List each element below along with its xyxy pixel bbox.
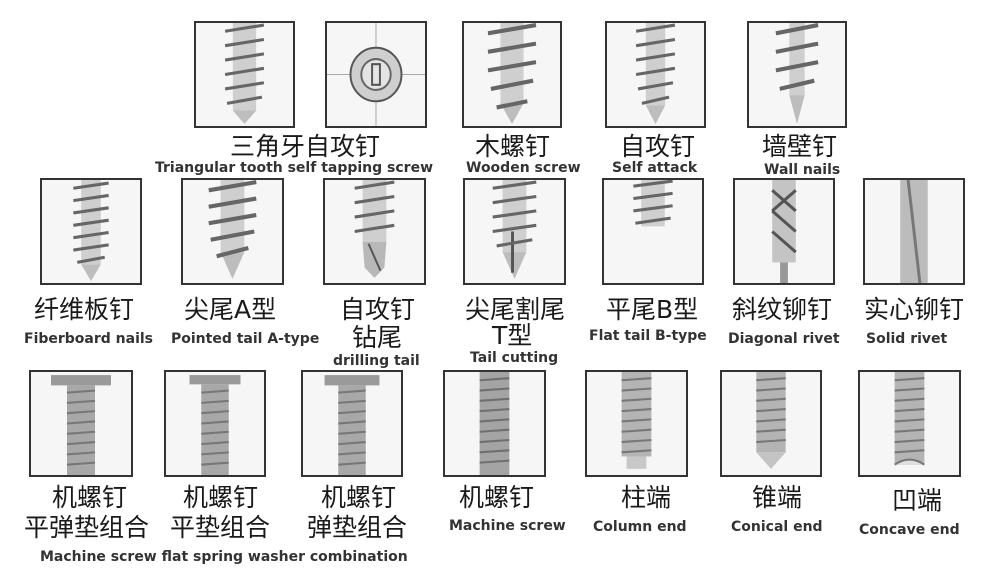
screw-image-wall-nail <box>747 21 847 128</box>
screw-image-flat-tail-b <box>602 178 704 285</box>
label-triangular-tooth-en: Triangular tooth self tapping screw <box>155 160 434 176</box>
label-flat-washer-cn: 机螺钉 <box>183 483 259 512</box>
screw-image-fiberboard <box>40 178 142 285</box>
label-column-end-en: Column end <box>593 519 687 535</box>
label-drilling-cn2: 钻尾 <box>352 323 403 352</box>
label-concave-end-cn: 凹端 <box>892 486 943 515</box>
label-column-end-cn: 柱端 <box>621 483 672 512</box>
screw-image-spring-washer <box>301 370 403 477</box>
label-wooden-cn: 木螺钉 <box>475 132 551 161</box>
label-flat-tail-cn: 平尾B型 <box>606 295 699 324</box>
screw-image-self-attack <box>605 21 706 128</box>
label-diagonal-rivet-en: Diagonal rivet <box>728 331 840 347</box>
label-conical-end-en: Conical end <box>731 519 823 535</box>
screw-image-head-top-view <box>325 21 427 128</box>
label-wall-nail-en: Wall nails <box>764 162 841 178</box>
label-fiberboard-en: Fiberboard nails <box>24 331 154 347</box>
screw-image-flat-washer <box>164 370 266 477</box>
screw-image-drilling-tail <box>323 178 426 285</box>
label-triangular-tooth-cn: 三角牙自攻钉 <box>230 132 381 161</box>
label-tail-cutting-cn2: T型 <box>492 321 533 350</box>
label-flat-tail-en: Flat tail B-type <box>589 328 707 344</box>
label-self-attack-cn: 自攻钉 <box>620 132 696 161</box>
screw-image-concave-end <box>858 370 961 477</box>
label-concave-end-en: Concave end <box>859 522 960 538</box>
label-solid-rivet-cn: 实心铆钉 <box>864 295 965 324</box>
screw-image-column-end <box>585 370 688 477</box>
label-wooden-en: Wooden screw <box>466 160 581 176</box>
rivet-image-diagonal <box>733 178 835 285</box>
label-wall-nail-cn: 墙壁钉 <box>762 132 838 161</box>
screw-image-flat-spring-washer <box>29 370 133 477</box>
label-flat-spring-en: Machine screw flat spring washer combina… <box>40 549 408 565</box>
label-pointed-tail-en: Pointed tail A-type <box>171 331 320 347</box>
label-flat-washer-cn2: 平垫组合 <box>170 513 271 542</box>
label-flat-spring-cn: 机螺钉 <box>52 483 128 512</box>
label-spring-washer-cn: 机螺钉 <box>321 483 397 512</box>
label-spring-washer-cn2: 弹垫组合 <box>307 513 408 542</box>
label-tail-cutting-en: Tail cutting <box>470 350 559 366</box>
label-machine-en: Machine screw <box>449 518 566 534</box>
label-pointed-tail-cn: 尖尾A型 <box>184 295 277 324</box>
screw-image-triangular-tooth <box>194 21 295 128</box>
label-tail-cutting-cn: 尖尾割尾 <box>465 295 566 324</box>
label-fiberboard-cn: 纤维板钉 <box>34 295 135 324</box>
screw-image-conical-end <box>720 370 822 477</box>
label-self-attack-en: Self attack <box>612 160 698 176</box>
label-drilling-cn: 自攻钉 <box>340 295 416 324</box>
label-flat-spring-cn2: 平弹垫组合 <box>24 513 150 542</box>
label-machine-cn: 机螺钉 <box>459 483 535 512</box>
screw-image-wooden <box>462 21 562 128</box>
label-conical-end-cn: 锥端 <box>752 483 803 512</box>
screw-image-tail-cutting <box>463 178 566 285</box>
screw-image-machine <box>443 370 546 477</box>
screw-image-pointed-tail-a <box>181 178 284 285</box>
label-diagonal-rivet-cn: 斜纹铆钉 <box>732 295 833 324</box>
label-drilling-en: drilling tail <box>333 353 420 369</box>
rivet-image-solid <box>863 178 965 285</box>
label-solid-rivet-en: Solid rivet <box>866 331 948 347</box>
